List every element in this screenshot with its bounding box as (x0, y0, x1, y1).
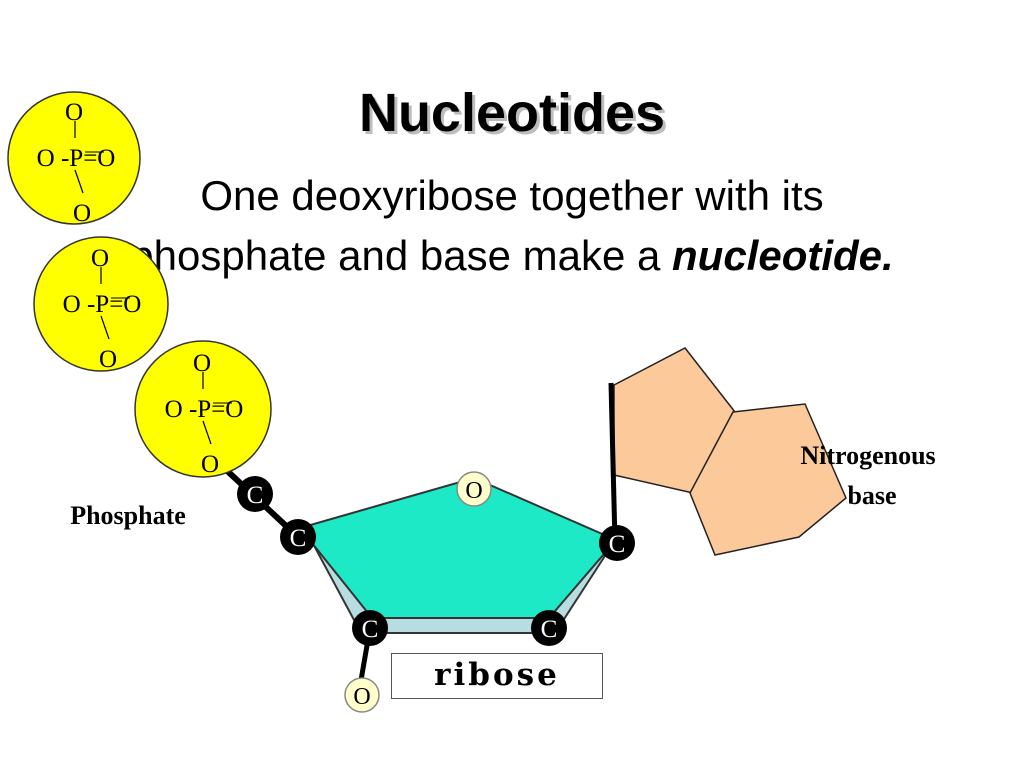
carbon-label: C (609, 531, 626, 558)
p-o-bond (202, 420, 212, 445)
carbon-label: C (541, 616, 558, 643)
phosphate-top-o: O (193, 350, 211, 377)
carbon-circle (280, 519, 316, 555)
phosphate-circle (134, 340, 272, 478)
carbon-atom-1prime: C (599, 525, 635, 561)
oxygen-circle (456, 471, 492, 507)
carbon-circle (352, 610, 388, 646)
ribose-label: ribose (434, 657, 560, 693)
carbon-atom-3prime: C (352, 610, 388, 646)
phosphate-bottom-o: O (201, 451, 219, 478)
phosphate-middle: O -P=O (37, 145, 116, 172)
carbon-circle (237, 476, 273, 512)
phosphate-middle: O -P=O (63, 291, 142, 318)
slide-title: Nucleotides (358, 83, 666, 143)
base-bond (608, 382, 618, 543)
bottom-oxygen-label: O (353, 684, 370, 710)
carbon-circle (531, 610, 567, 646)
carbon-atom-4prime: C (280, 519, 316, 555)
phosphate-label: Phosphate (70, 501, 186, 530)
slide-subtitle: One deoxyribose together with its phosph… (130, 166, 894, 286)
carbon-atom-2prime: C (531, 610, 567, 646)
carbon-label: C (290, 525, 307, 552)
p-o-bond (74, 169, 84, 194)
carbon-label: C (247, 482, 264, 509)
p-o-bond (100, 315, 110, 340)
phosphate-group-1: O O -P=O O (7, 91, 141, 227)
carbon-atom-5prime: C (237, 476, 273, 512)
phosphate-group-3: O O -P=O O (134, 340, 272, 478)
carbon-circle (599, 525, 635, 561)
phosphate-bottom-o: O (99, 346, 117, 373)
phosphate-circle (7, 91, 141, 225)
ring-oxygen-atom: O (456, 471, 492, 507)
subtitle-text: One deoxyribose together with its phosph… (130, 172, 824, 279)
phosphate-group-2: O O -P=O O (33, 236, 169, 373)
base-label-line2: base (847, 481, 896, 510)
subtitle-emphasis: nucleotide (672, 232, 883, 279)
bottom-oxygen-atom: O (344, 677, 380, 713)
base-ring-front (689, 403, 847, 556)
phosphate-top-o: O (91, 245, 109, 272)
ring-oxygen-label: O (465, 478, 482, 504)
phosphate-top-o: O (65, 99, 83, 126)
ribose-ring (298, 476, 618, 619)
subtitle-period: . (882, 232, 894, 279)
phosphate-bottom-o: O (73, 200, 91, 227)
base-label-line1: Nitrogenous (800, 441, 935, 470)
ribose-label-box: ribose (391, 653, 603, 699)
phosphate-middle: O -P=O (165, 396, 244, 423)
oxygen-circle (344, 677, 380, 713)
phosphate-circle (33, 236, 169, 372)
carbon-label: C (362, 616, 379, 643)
